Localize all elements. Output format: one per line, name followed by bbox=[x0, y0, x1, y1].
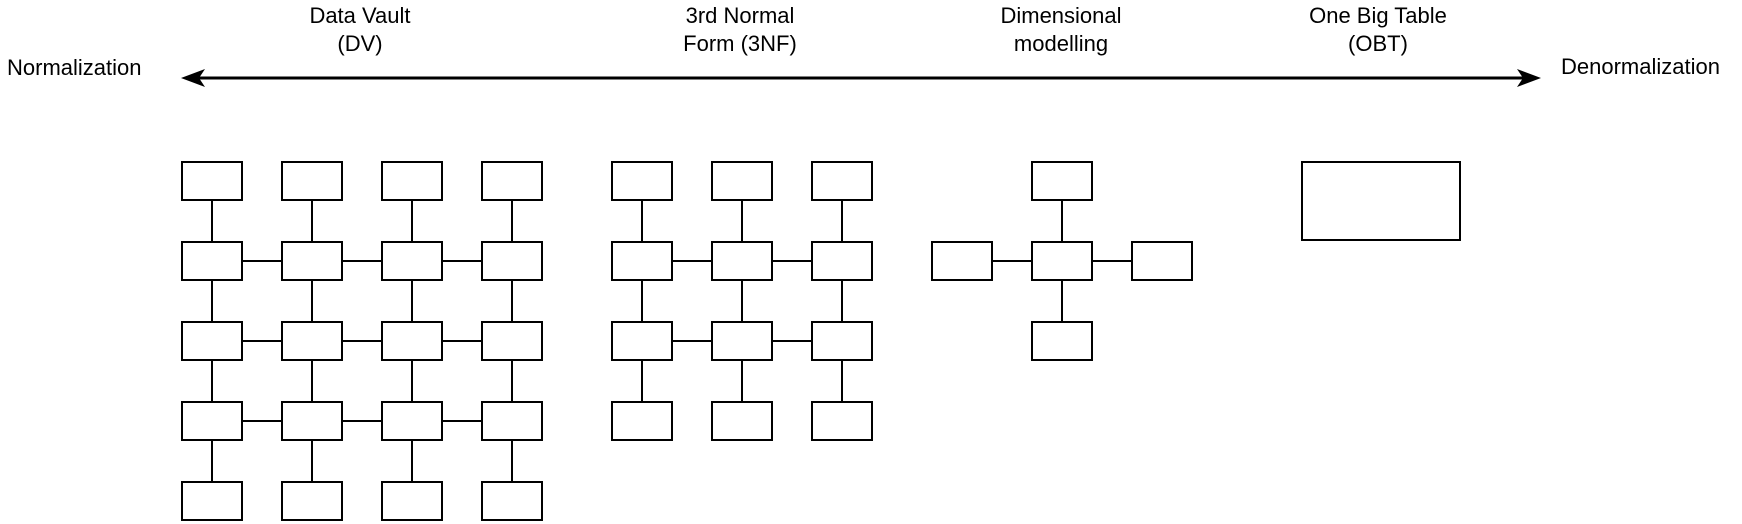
label-line: 3rd Normal bbox=[685, 3, 795, 28]
label-one-big-table: One Big Table (OBT) bbox=[1248, 2, 1508, 57]
relationship-line-vertical bbox=[311, 361, 313, 401]
relationship-line-horizontal bbox=[773, 260, 811, 262]
relationship-line-vertical bbox=[211, 281, 213, 321]
entity-box bbox=[811, 161, 873, 201]
relationship-line-horizontal bbox=[673, 340, 711, 342]
label-data-vault: Data Vault (DV) bbox=[230, 2, 490, 57]
entity-box bbox=[481, 321, 543, 361]
relationship-line-horizontal bbox=[443, 420, 481, 422]
entity-box bbox=[181, 481, 243, 521]
entity-box bbox=[181, 241, 243, 281]
relationship-line-vertical bbox=[511, 361, 513, 401]
label-line: (DV) bbox=[337, 30, 383, 56]
entity-box bbox=[811, 321, 873, 361]
relationship-line-horizontal bbox=[343, 260, 381, 262]
label-line: Form (3NF) bbox=[683, 30, 797, 56]
entity-box bbox=[711, 241, 773, 281]
relationship-line-vertical bbox=[511, 201, 513, 241]
entity-box bbox=[931, 241, 993, 281]
axis-label-denormalization: Denormalization bbox=[1561, 54, 1720, 79]
relationship-line-vertical bbox=[641, 361, 643, 401]
label-line: Dimensional bbox=[1000, 3, 1122, 28]
relationship-line-vertical bbox=[411, 281, 413, 321]
relationship-line-vertical bbox=[741, 281, 743, 321]
entity-box bbox=[481, 401, 543, 441]
relationship-line-vertical bbox=[841, 361, 843, 401]
relationship-line-vertical bbox=[211, 361, 213, 401]
entity-box bbox=[281, 481, 343, 521]
relationship-line-horizontal bbox=[773, 340, 811, 342]
relationship-line-horizontal bbox=[443, 340, 481, 342]
entity-box bbox=[381, 401, 443, 441]
entity-box bbox=[611, 241, 673, 281]
entity-box bbox=[481, 241, 543, 281]
entity-box bbox=[281, 401, 343, 441]
relationship-line-horizontal bbox=[243, 340, 281, 342]
relationship-line-horizontal bbox=[1093, 260, 1131, 262]
relationship-line-horizontal bbox=[993, 260, 1031, 262]
entity-box bbox=[281, 241, 343, 281]
entity-box bbox=[381, 241, 443, 281]
arrow-right-head-icon bbox=[1517, 69, 1541, 87]
axis-label-normalization: Normalization bbox=[7, 55, 142, 80]
label-dimensional-modelling: Dimensional modelling bbox=[931, 2, 1191, 57]
entity-box bbox=[1131, 241, 1193, 281]
relationship-line-horizontal bbox=[243, 420, 281, 422]
label-line: (OBT) bbox=[1348, 30, 1408, 56]
relationship-line-vertical bbox=[741, 201, 743, 241]
relationship-line-vertical bbox=[1061, 281, 1063, 321]
relationship-line-vertical bbox=[411, 361, 413, 401]
label-line: Data Vault bbox=[309, 3, 411, 28]
relationship-line-vertical bbox=[511, 281, 513, 321]
relationship-line-horizontal bbox=[673, 260, 711, 262]
entity-box bbox=[611, 161, 673, 201]
relationship-line-horizontal bbox=[343, 420, 381, 422]
relationship-line-vertical bbox=[1061, 201, 1063, 241]
label-line: modelling bbox=[1013, 30, 1109, 56]
relationship-line-vertical bbox=[311, 281, 313, 321]
entity-box bbox=[1031, 161, 1093, 201]
entity-box bbox=[481, 481, 543, 521]
entity-box bbox=[381, 481, 443, 521]
relationship-line-vertical bbox=[641, 201, 643, 241]
relationship-line-vertical bbox=[741, 361, 743, 401]
entity-box bbox=[181, 321, 243, 361]
entity-box bbox=[811, 241, 873, 281]
relationship-line-vertical bbox=[411, 441, 413, 481]
relationship-line-horizontal bbox=[243, 260, 281, 262]
relationship-line-vertical bbox=[211, 441, 213, 481]
normalization-axis-arrow bbox=[181, 69, 1541, 87]
relationship-line-vertical bbox=[211, 201, 213, 241]
entity-box bbox=[281, 321, 343, 361]
relationship-line-vertical bbox=[411, 201, 413, 241]
entity-box bbox=[611, 321, 673, 361]
relationship-line-horizontal bbox=[343, 340, 381, 342]
arrow-left-head-icon bbox=[181, 69, 205, 87]
label-third-normal-form: 3rd Normal Form (3NF) bbox=[610, 2, 870, 57]
entity-box bbox=[181, 161, 243, 201]
entity-box bbox=[611, 401, 673, 441]
one-big-table-box bbox=[1301, 161, 1461, 241]
relationship-line-vertical bbox=[641, 281, 643, 321]
entity-box bbox=[811, 401, 873, 441]
relationship-line-vertical bbox=[311, 441, 313, 481]
relationship-line-vertical bbox=[841, 281, 843, 321]
relationship-line-vertical bbox=[311, 201, 313, 241]
relationship-line-vertical bbox=[841, 201, 843, 241]
entity-box bbox=[1031, 241, 1093, 281]
relationship-line-horizontal bbox=[443, 260, 481, 262]
entity-box bbox=[711, 161, 773, 201]
entity-box bbox=[381, 161, 443, 201]
entity-box bbox=[711, 401, 773, 441]
entity-box bbox=[181, 401, 243, 441]
entity-box bbox=[281, 161, 343, 201]
entity-box bbox=[711, 321, 773, 361]
entity-box bbox=[381, 321, 443, 361]
entity-box bbox=[481, 161, 543, 201]
relationship-line-vertical bbox=[511, 441, 513, 481]
entity-box bbox=[1031, 321, 1093, 361]
label-line: One Big Table bbox=[1309, 3, 1447, 28]
